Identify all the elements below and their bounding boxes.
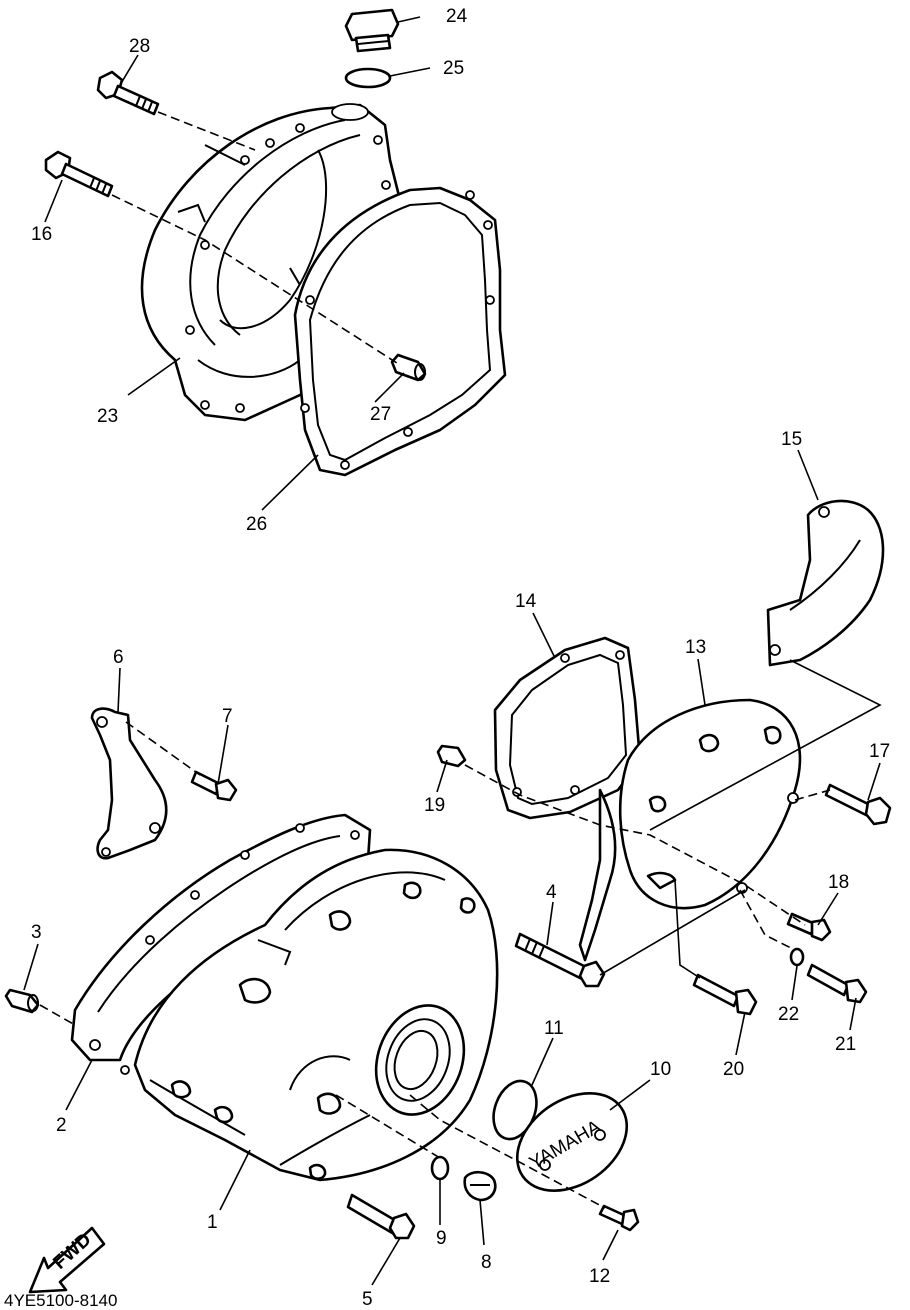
callout-17: 17	[869, 741, 890, 762]
callout-20: 20	[723, 1059, 744, 1080]
bolt-part-28	[96, 70, 160, 116]
crankcase-cover-part-1	[133, 848, 499, 1182]
callout-5: 5	[362, 1289, 373, 1310]
bolt-part-17	[824, 783, 892, 826]
gasket-part-26	[293, 186, 507, 477]
callout-8: 8	[481, 1252, 492, 1273]
callout-15: 15	[781, 429, 802, 450]
callout-4: 4	[546, 882, 557, 903]
callout-27: 27	[370, 404, 391, 425]
callout-1: 1	[207, 1212, 218, 1233]
callout-7: 7	[222, 706, 233, 727]
callout-leaders	[23, 16, 881, 1286]
bolt-part-16	[44, 150, 114, 198]
callout-3: 3	[31, 922, 42, 943]
callout-11: 11	[544, 1018, 564, 1039]
dowel-pin-part-3	[4, 988, 40, 1014]
callout-9: 9	[436, 1228, 447, 1249]
screw-part-12	[598, 1204, 640, 1232]
guard-part-15	[766, 499, 885, 667]
callout-18: 18	[828, 872, 849, 893]
callout-13: 13	[685, 637, 706, 658]
dowel-part-19	[436, 744, 467, 768]
generator-cover-part-13	[578, 698, 802, 962]
callout-19: 19	[424, 795, 445, 816]
callout-labels: 1 2 3 4 5 6 7 8 9 10 11 12 13 14 15 16 1…	[31, 6, 890, 1310]
callout-12: 12	[589, 1266, 610, 1287]
callout-26: 26	[246, 514, 267, 535]
plug-part-8	[463, 1170, 497, 1202]
callout-10: 10	[650, 1059, 671, 1080]
o-ring-part-25	[344, 67, 392, 89]
filler-cap-part-24	[344, 8, 400, 53]
gasket-part-14	[493, 636, 642, 820]
fwd-arrow-icon: FWD	[28, 1226, 106, 1294]
callout-21: 21	[835, 1034, 856, 1055]
o-ring-part-11	[492, 1079, 538, 1141]
callout-28: 28	[129, 36, 150, 57]
washer-part-9	[430, 1155, 450, 1181]
callout-23: 23	[97, 406, 118, 427]
dowel-pin-part-27	[390, 353, 427, 382]
callout-22: 22	[778, 1004, 799, 1025]
callout-14: 14	[515, 591, 537, 612]
washer-part-22	[789, 947, 805, 967]
callout-24: 24	[446, 6, 468, 27]
callout-16: 16	[31, 224, 52, 245]
screw-part-21	[806, 963, 868, 1004]
callout-2: 2	[56, 1115, 67, 1136]
logo-cover-part-10: YAMAHA	[515, 1092, 629, 1192]
screw-part-20	[692, 973, 758, 1016]
bolt-part-5	[346, 1193, 416, 1240]
callout-25: 25	[443, 58, 464, 79]
screw-part-7	[190, 770, 238, 802]
document-code: 4YE5100-8140	[4, 1291, 117, 1310]
bracket-part-6	[90, 707, 168, 860]
callout-6: 6	[113, 647, 124, 668]
bolt-part-4	[514, 932, 606, 988]
